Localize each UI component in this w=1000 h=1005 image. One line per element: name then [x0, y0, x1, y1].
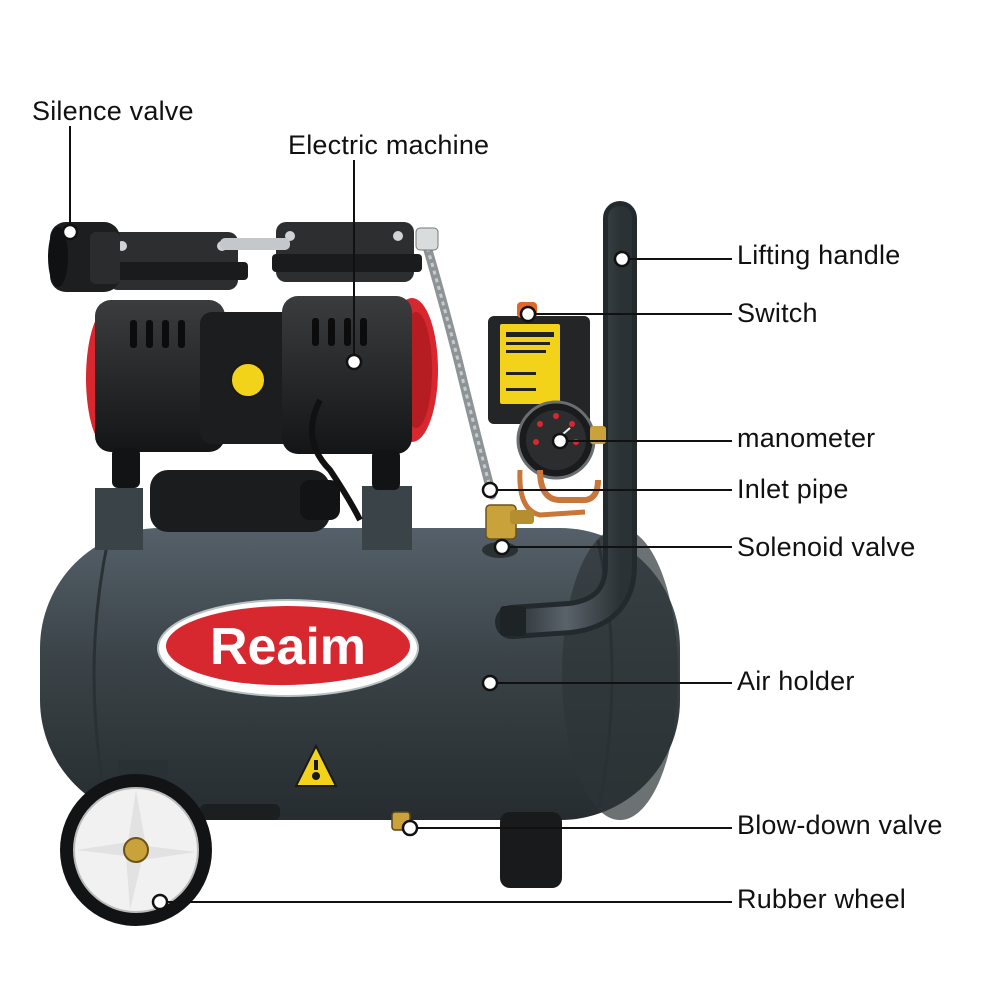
pressure-switch-part [488, 302, 590, 424]
label-switch: Switch [737, 298, 818, 328]
leader-dot-rubber-wheel [151, 893, 169, 911]
leader-dot-air-holder [481, 674, 499, 692]
tank-seam-left [92, 539, 110, 813]
leader-dot-silence-valve [61, 223, 79, 241]
leader-dot-inlet-pipe [481, 481, 499, 499]
silence-valve-part [48, 222, 120, 292]
leader-dot-switch [519, 305, 537, 323]
motor-sticker [230, 362, 266, 398]
leader-dot-blow-down-valve [401, 819, 419, 837]
label-manometer: manometer [737, 423, 876, 453]
label-lifting-handle: Lifting handle [737, 240, 901, 270]
callout-leaders [61, 126, 732, 911]
label-solenoid-valve: Solenoid valve [737, 532, 916, 562]
label-inlet-pipe: Inlet pipe [737, 474, 849, 504]
label-rubber-wheel: Rubber wheel [737, 884, 907, 914]
leader-dot-electric-machine [345, 353, 363, 371]
tank-foot-right [500, 812, 562, 888]
leader-dot-solenoid-valve [493, 538, 511, 556]
brand-logo: Reaim [157, 599, 419, 697]
label-blow-down-valve: Blow-down valve [737, 810, 943, 840]
label-air-holder: Air holder [737, 666, 855, 696]
tank-foot-left [200, 804, 280, 820]
motor-brackets [95, 470, 412, 550]
lifting-handle-part [495, 201, 637, 639]
braided-hose [415, 227, 497, 500]
warning-sticker-icon [294, 743, 338, 787]
brand-name: Reaim [210, 618, 366, 676]
rubber-wheel-part [60, 760, 212, 926]
inlet-pipe-part [517, 469, 601, 518]
label-electric-machine: Electric machine [288, 130, 490, 160]
label-silence-valve: Silence valve [32, 96, 194, 126]
leader-dot-lifting-handle [613, 250, 631, 268]
electric-machine-part [86, 222, 438, 522]
leader-dot-manometer [551, 432, 569, 450]
